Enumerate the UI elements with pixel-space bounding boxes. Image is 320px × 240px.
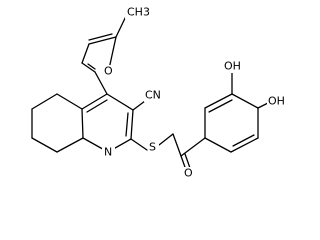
methylfuran-ring [81, 11, 129, 73]
atom-label-sulfur: S [148, 141, 159, 154]
svg-text:OH: OH [268, 95, 285, 108]
svg-text:CH3: CH3 [127, 6, 150, 19]
atom-label-nitrogen: N [102, 146, 115, 159]
atom-label-furan-oxygen: O [103, 65, 113, 78]
svg-text:N: N [104, 146, 112, 159]
atom-label-hydroxyl-3: OH [223, 59, 243, 73]
chemical-structure-diagram: CH3 O CN N S O OH OH [31, 5, 288, 180]
atom-label-methyl: CH3 [125, 5, 150, 19]
atom-label-ketone-oxygen: O [183, 167, 194, 180]
atom-label-hydroxyl-4: OH [267, 94, 288, 108]
pyridine-ring [81, 93, 134, 153]
atom-label-nitrile: CN [144, 88, 166, 102]
thioether-chain [130, 133, 191, 171]
svg-text:O: O [184, 167, 193, 180]
dihydroxyphenyl-ring [180, 71, 269, 157]
svg-text:O: O [104, 65, 113, 78]
nitrile-bond [132, 100, 146, 111]
svg-text:OH: OH [224, 60, 241, 73]
svg-text:CN: CN [145, 89, 161, 102]
svg-text:S: S [149, 141, 156, 154]
furan-pyridine-bond [94, 71, 108, 95]
cyclohexane-ring [31, 93, 84, 153]
